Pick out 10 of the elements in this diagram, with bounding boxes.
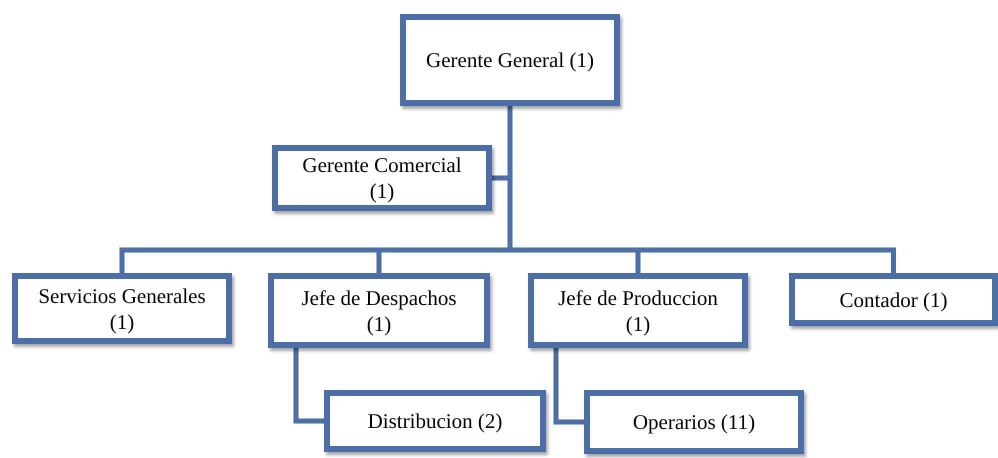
org-box: Operarios (11) — [584, 390, 804, 454]
org-box: Contador (1) — [789, 273, 998, 326]
connector-line — [554, 348, 584, 424]
org-box: Jefe de Produccion (1) — [528, 273, 748, 348]
connector-line — [294, 348, 324, 424]
org-box: Servicios Generales (1) — [12, 273, 232, 344]
org-box: Gerente General (1) — [400, 14, 620, 106]
org-box: Jefe de Despachos (1) — [268, 273, 490, 348]
org-box: Distribucion (2) — [324, 390, 546, 452]
org-box: Gerente Comercial (1) — [272, 145, 492, 211]
